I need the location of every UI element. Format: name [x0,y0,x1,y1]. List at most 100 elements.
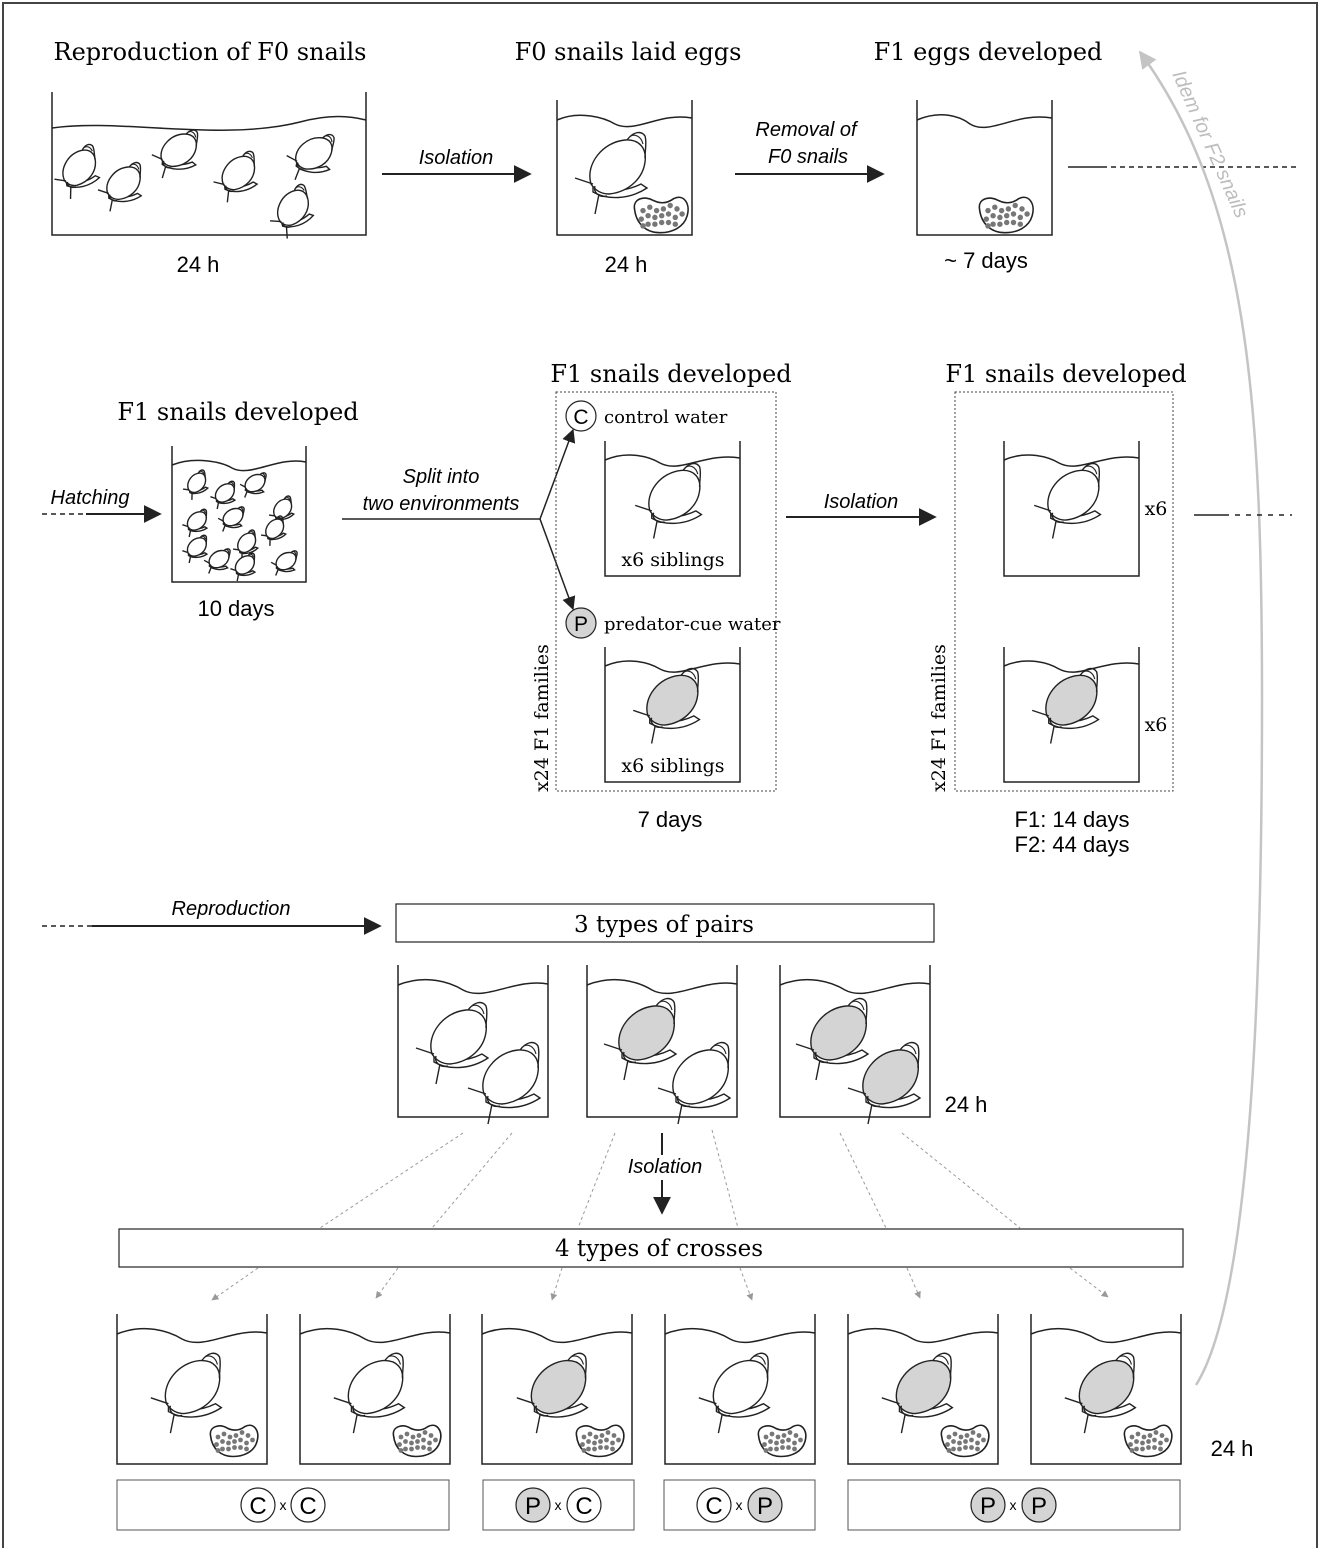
snail-pair-pc-a [603,997,678,1081]
cross-box-pc [482,1479,635,1531]
tank-cross-1 [116,1314,268,1465]
cross-cc-left: C [249,1493,266,1520]
cross-pp-left: P [980,1493,996,1520]
snail-isolated-control [1033,462,1102,539]
duration-f0-reproduction: 24 h [177,252,220,277]
tank-f1-hatched [171,446,307,583]
snail-hatchling [239,472,267,498]
cross-box-pp [847,1479,1181,1531]
cross-pp-right-badge [1021,1487,1057,1523]
arrow-split-control [539,428,576,520]
tank-predator-siblings [604,647,741,783]
snail-f0-2 [97,161,143,212]
tank-cross-4 [664,1314,816,1465]
label-isolation-3: Isolation [628,1156,703,1178]
cross-pc-op: x [555,1497,562,1513]
label-predator-water: predator-cue water [604,614,781,635]
title-cross-types: 4 types of crosses [555,1236,763,1262]
snail-f0-3 [151,129,199,179]
snail-hatchling [210,480,237,510]
snail-isolated-predator [1031,667,1100,744]
snail-hatchling [217,506,245,532]
cross-cp-right-badge [747,1487,783,1523]
tank-pair-cc [397,965,549,1118]
cross-cc-right: C [299,1493,316,1520]
egg-mass-cross-4 [757,1424,807,1458]
label-removal-line2: F0 snails [768,146,848,168]
label-control-water: control water [604,407,728,428]
snail-control-sibling [634,462,703,539]
snail-predator-sibling [632,667,701,744]
box-environments [555,391,777,792]
tank-cross-2 [299,1314,451,1465]
guide-arrows-to-cross-tanks [211,1267,1109,1301]
duration-f1-eggs: ~ 7 days [944,248,1028,273]
cross-cc-left-badge [240,1487,276,1523]
label-reproduction: Reproduction [172,898,291,920]
cross-box-cc [116,1479,450,1531]
label-removal-line1: Removal of [755,119,859,141]
guide-lines-pairs-to-crosses [319,1129,1021,1229]
badge-predator [565,607,597,639]
cross-cc-op: x [280,1497,287,1513]
snail-cross-2 [333,1352,406,1434]
label-split-line2: two environments [363,493,520,515]
duration-f0-laid-eggs: 24 h [605,252,648,277]
snail-f0-isolated [574,131,649,215]
loop-arrow-f2 [1138,50,1264,1386]
snail-hatchling [182,534,209,564]
box-pair-types [395,903,935,943]
duration-f1: F1: 14 days [1015,807,1130,832]
title-f1-developed-left: F1 snails developed [117,398,358,426]
label-isolation-2: Isolation [824,491,899,513]
tank-isolated-predator [1003,647,1140,783]
egg-mass-row1-a [633,196,689,234]
snail-f0-6 [270,183,315,239]
badge-control-letter: C [573,406,588,429]
cross-cp-left: C [705,1493,722,1520]
snail-cross-3 [516,1352,589,1434]
snail-pair-cc-a [415,1001,490,1085]
tank-cross-6 [1030,1314,1182,1465]
snail-pair-pp-a [795,997,870,1081]
duration-f2: F2: 44 days [1015,832,1130,857]
cross-pp-left-badge [970,1487,1006,1523]
snail-hatchling [270,550,298,576]
tank-f0-reproduction [51,92,367,236]
box-cross-types [118,1228,1184,1268]
egg-mass-row1-b [978,196,1034,234]
label-hatching: Hatching [51,487,130,509]
label-x6-predator: x6 [1145,714,1168,736]
snail-hatchling [182,508,209,538]
snail-cross-1 [150,1352,223,1434]
label-isolation-1: Isolation [419,147,494,169]
cross-cp-op: x [736,1497,743,1513]
title-f1-eggs-developed: F1 eggs developed [874,38,1103,66]
duration-pairs: 24 h [945,1092,988,1117]
snail-f0-1 [54,143,101,200]
egg-mass-cross-6 [1123,1424,1173,1458]
label-idem-f2: Idem for F2 snails [1167,67,1252,221]
tank-f0-laid-eggs [556,100,693,236]
label-siblings-predator: x6 siblings [621,755,724,777]
tank-isolated-control [1003,441,1140,577]
cross-box-cp [663,1479,816,1531]
label-families-right: x24 F1 families [928,644,950,792]
snail-f0-5 [286,133,335,180]
title-pair-types: 3 types of pairs [574,912,754,938]
egg-mass-cross-5 [940,1424,990,1458]
snail-cross-5 [881,1352,954,1434]
title-f1-developed-mid: F1 snails developed [550,360,791,388]
snail-pair-cc-b [467,1041,542,1125]
cross-pc-right: C [575,1493,592,1520]
snail-hatchling [182,469,210,500]
badge-control [565,400,597,432]
snail-illustrations [54,129,1173,1458]
snail-hatchling [203,548,231,574]
label-x6-control: x6 [1145,498,1168,520]
title-f1-developed-right: F1 snails developed [945,360,1186,388]
label-families-mid: x24 F1 families [531,644,553,792]
